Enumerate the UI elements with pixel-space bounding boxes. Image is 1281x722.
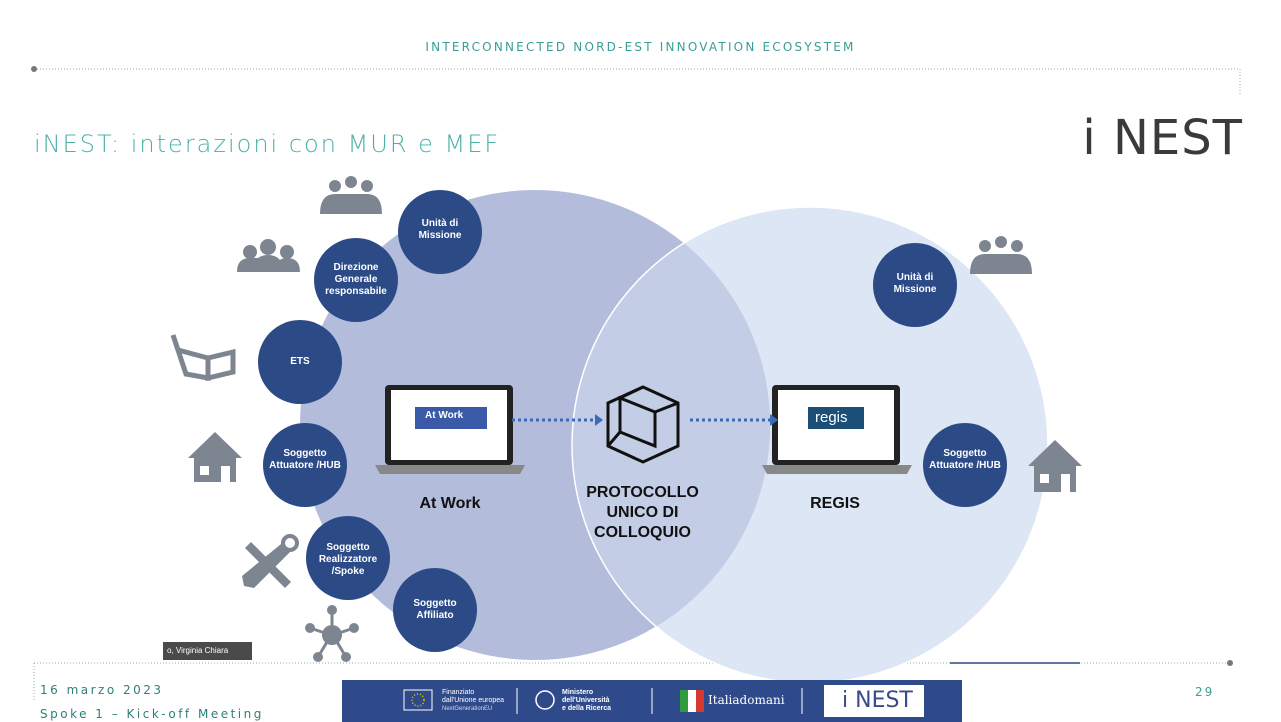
node-direzione-generale bbox=[314, 238, 398, 322]
inest-footer-logo: i NEST bbox=[842, 688, 913, 713]
video-caption: o, Virginia Chiara bbox=[163, 642, 252, 660]
regis-screen-label: regis bbox=[815, 409, 848, 426]
label-unita-missione-right: Unità di Missione bbox=[893, 272, 937, 295]
mur-text-1: Ministero bbox=[562, 689, 594, 696]
inest-logo: i NEST bbox=[1082, 110, 1243, 166]
3d-glasses-icon bbox=[170, 334, 236, 382]
node-attuatore-left bbox=[263, 423, 347, 507]
node-unita-missione-left bbox=[398, 190, 482, 274]
mur-text-2: dell'Università bbox=[562, 697, 610, 704]
label-attuatore-left: Soggetto Attuatore /HUB bbox=[269, 448, 341, 471]
at-work-label: At Work bbox=[419, 495, 481, 512]
house-icon bbox=[188, 432, 242, 482]
eu-text-3: NextGenerationEU bbox=[442, 706, 493, 712]
node-attuatore-right bbox=[923, 423, 1007, 507]
footer-subtitle: Spoke 1 – Kick-off Meeting bbox=[40, 707, 264, 721]
eu-text-1: Finanziato bbox=[442, 689, 475, 696]
at-work-screen-label: At Work bbox=[425, 410, 464, 421]
laptop-left bbox=[375, 385, 525, 474]
tools-icon bbox=[242, 534, 299, 588]
footer-date: 16 marzo 2023 bbox=[40, 683, 164, 697]
header-title: INTERCONNECTED NORD-EST INNOVATION ECOSY… bbox=[425, 40, 856, 54]
eu-text-2: dall'Unione europea bbox=[442, 697, 505, 704]
house-icon-right bbox=[1028, 440, 1082, 492]
label-ets: ETS bbox=[290, 356, 310, 367]
people-group-icon bbox=[320, 176, 382, 214]
node-realizzatore bbox=[306, 516, 390, 600]
italiadomani-text: Italiadomani bbox=[708, 693, 785, 707]
label-realizzatore: Soggetto Realizzatore /Spoke bbox=[318, 542, 378, 577]
cube-icon bbox=[606, 385, 680, 464]
page-title: iNEST: interazioni con MUR e MEF bbox=[34, 130, 501, 158]
node-ets bbox=[258, 320, 342, 404]
mur-text-3: e della Ricerca bbox=[562, 705, 612, 712]
page-number: 29 bbox=[1195, 685, 1215, 699]
regis-label: REGIS bbox=[810, 495, 860, 512]
network-icon bbox=[305, 605, 359, 662]
funding-logos-bar: Finanziato dall'Unione europea NextGener… bbox=[342, 680, 962, 722]
label-unita-missione-left: Unità di Missione bbox=[418, 218, 462, 241]
people-icon bbox=[237, 239, 300, 272]
people-group-icon-right bbox=[970, 236, 1032, 274]
label-affiliato: Soggetto Affiliato bbox=[413, 598, 457, 621]
funding-logos bbox=[403, 685, 924, 717]
node-affiliato bbox=[393, 568, 477, 652]
label-attuatore-right: Soggetto Attuatore /HUB bbox=[929, 448, 1001, 471]
label-direzione-generale: Direzione Generale responsabile bbox=[325, 262, 387, 297]
node-unita-missione-right bbox=[873, 243, 957, 327]
laptop-right bbox=[762, 385, 912, 474]
overlap-area bbox=[572, 207, 770, 660]
protocollo-label: PROTOCOLLO UNICO DI COLLOQUIO bbox=[586, 484, 699, 541]
